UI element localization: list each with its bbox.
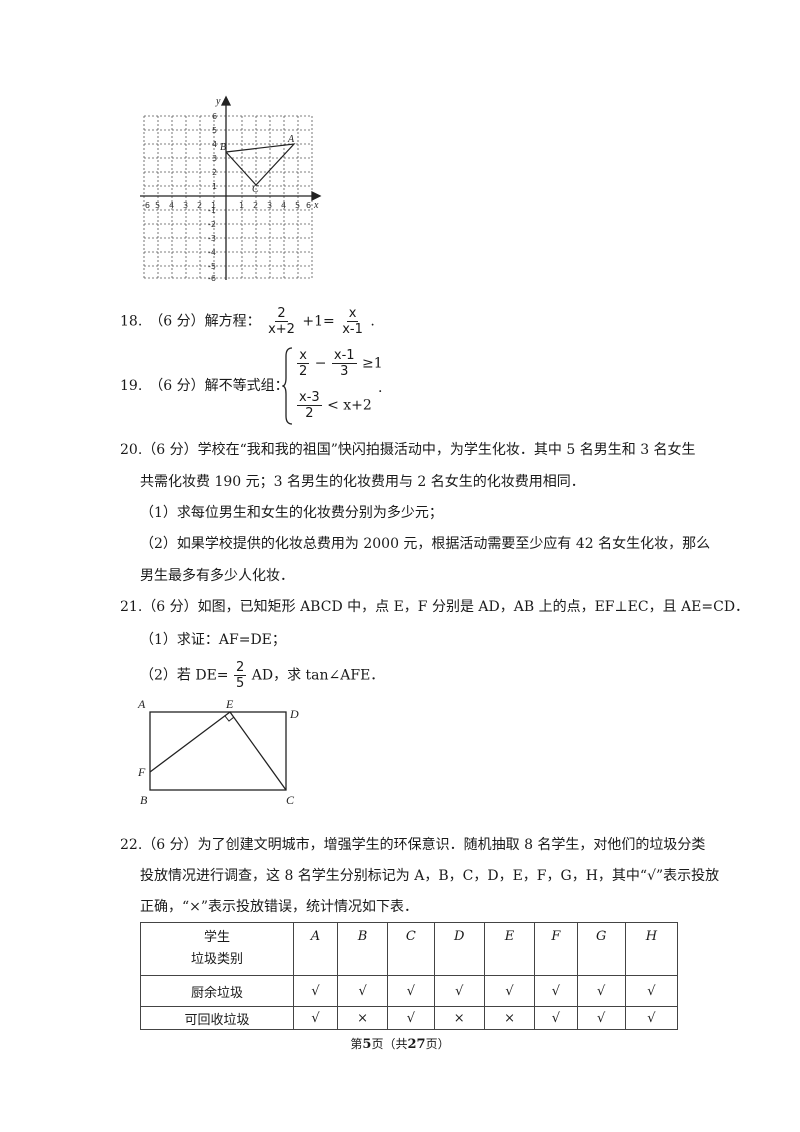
q20-line-5: 男生最多有多少人化妆．	[140, 568, 294, 584]
q22-line-3: 正确，“×”表示投放错误，统计情况如下表．	[140, 899, 419, 915]
student-header: C	[387, 922, 435, 976]
q20-line-3: （1）求每位男生和女生的化妆费分别为多少元；	[140, 505, 443, 521]
x-tick: 4	[281, 201, 286, 210]
label-a: A	[137, 697, 146, 711]
q18-fraction-1: 2 x+2	[268, 306, 295, 337]
point-a-label: A	[287, 134, 295, 145]
x-tick: 5	[155, 201, 160, 210]
table-cell: √	[293, 975, 338, 1007]
x-tick: 5	[295, 201, 300, 210]
point-b-label: B	[220, 142, 226, 153]
q20-line-4: （2）如果学校提供的化妆总费用为 2000 元，根据活动需要至少应有 42 名女…	[140, 536, 711, 552]
table-corner-header: 学生 垃圾类别	[140, 922, 294, 976]
table-cell: √	[483, 975, 536, 1007]
table-row: 可回收垃圾 √ × √ × × √ √ √	[140, 1006, 679, 1030]
student-header: F	[534, 922, 578, 976]
table-cell: √	[576, 975, 626, 1007]
table-cell: √	[576, 1006, 626, 1030]
y-tick: -4	[208, 248, 216, 257]
row-label: 可回收垃圾	[140, 1006, 294, 1030]
table-cell: √	[624, 1006, 679, 1030]
y-tick: 1	[212, 182, 217, 191]
x-tick: 3	[183, 201, 188, 210]
table-cell: √	[387, 1006, 435, 1030]
x-tick: 1	[239, 201, 244, 210]
q22-line-2: 投放情况进行调查，这 8 名学生分别标记为 A，B，C，D，E，F，G，H，其中…	[140, 868, 720, 884]
y-tick: 2	[212, 168, 217, 177]
label-f: F	[137, 765, 146, 779]
label-d: D	[289, 707, 299, 721]
grid-lines	[143, 115, 313, 279]
label-c: C	[286, 793, 295, 807]
page-number: 5	[362, 1037, 372, 1052]
x-tick: -6	[142, 201, 150, 210]
table-cell: √	[433, 975, 485, 1007]
table-cell: √	[336, 975, 389, 1007]
y-tick: 6	[212, 112, 217, 121]
q20-line-1: 20.（6 分）学校在“我和我的祖国”快闪拍摄活动中，为学生化妆．其中 5 名男…	[120, 442, 696, 458]
q21-line-2: （1）求证：AF=DE；	[140, 632, 286, 648]
q18-prefix: 18. （6 分）解方程：	[120, 313, 261, 330]
coordinate-grid-figure: y x B C A 6 5 4 3 2 1 -1 -2 -3 -4 -5 -6 …	[140, 95, 322, 282]
point-c-label: C	[252, 184, 259, 195]
table-cell: √	[624, 975, 679, 1007]
x-tick-labels: -6 5 4 3 2 1 1 2 3 4 5 6	[142, 201, 311, 210]
y-tick: -5	[208, 262, 216, 271]
q18-mid: +1=	[302, 313, 335, 330]
student-header: E	[483, 922, 536, 976]
table-cell: √	[534, 1006, 578, 1030]
triangle-abc	[225, 143, 296, 186]
y-tick: -2	[208, 220, 216, 229]
system-brace	[282, 347, 293, 425]
student-header: D	[433, 922, 485, 976]
q22-line-1: 22.（6 分）为了创建文明城市，增强学生的环保意识．随机抽取 8 名学生，对他…	[120, 837, 706, 853]
question-18: 18. （6 分）解方程： 2 x+2 +1= x x-1 .	[120, 306, 375, 337]
y-tick: -6	[208, 274, 216, 282]
student-header: A	[293, 922, 338, 976]
table-cell: √	[293, 1006, 338, 1030]
row-label: 厨余垃圾	[140, 975, 294, 1007]
q20-line-2: 共需化妆费 190 元；3 名男生的化妆费用与 2 名女生的化妆费用相同．	[140, 474, 585, 490]
table-cell: √	[534, 975, 578, 1007]
x-tick: 3	[267, 201, 272, 210]
y-axis-label: y	[215, 96, 221, 107]
x-tick: 1	[211, 201, 216, 210]
label-b: B	[140, 793, 148, 807]
page-total: 27	[407, 1037, 426, 1052]
student-header: G	[576, 922, 626, 976]
x-tick: 2	[253, 201, 258, 210]
table-cell: ×	[483, 1006, 536, 1030]
page-footer: 第5页（共27页）	[350, 1037, 450, 1052]
y-tick: 4	[212, 140, 217, 149]
axes	[140, 95, 322, 280]
x-tick: 2	[197, 201, 202, 210]
y-tick: -3	[208, 234, 216, 243]
y-tick: 3	[212, 154, 217, 163]
table-header-row: 学生 垃圾类别 A B C D E F G H	[140, 922, 679, 976]
table-row: 厨余垃圾 √ √ √ √ √ √ √ √	[140, 975, 679, 1007]
x-axis-label: x	[313, 200, 319, 211]
rectangle-abcd-figure: A E D F B C	[137, 697, 299, 807]
y-tick: 5	[212, 126, 217, 135]
table-cell: ×	[336, 1006, 389, 1030]
student-header: H	[624, 922, 679, 976]
student-header: B	[336, 922, 389, 976]
x-tick: 6	[306, 201, 311, 210]
y-tick-labels: 6 5 4 3 2 1 -1 -2 -3 -4 -5 -6	[208, 112, 217, 282]
statistics-table: 学生 垃圾类别 A B C D E F G H 厨余垃圾 √ √ √ √ √ √…	[140, 922, 679, 1030]
label-e: E	[225, 697, 234, 711]
q21-line-1: 21.（6 分）如图，已知矩形 ABCD 中，点 E，F 分别是 AD，AB 上…	[120, 599, 750, 615]
table-cell: √	[387, 975, 435, 1007]
y-tick: -1	[208, 206, 216, 215]
q18-fraction-2: x x-1	[342, 306, 363, 337]
x-tick: 4	[169, 201, 174, 210]
table-cell: ×	[433, 1006, 485, 1030]
question-19-prefix: 19. （6 分）解不等式组：	[120, 378, 289, 394]
